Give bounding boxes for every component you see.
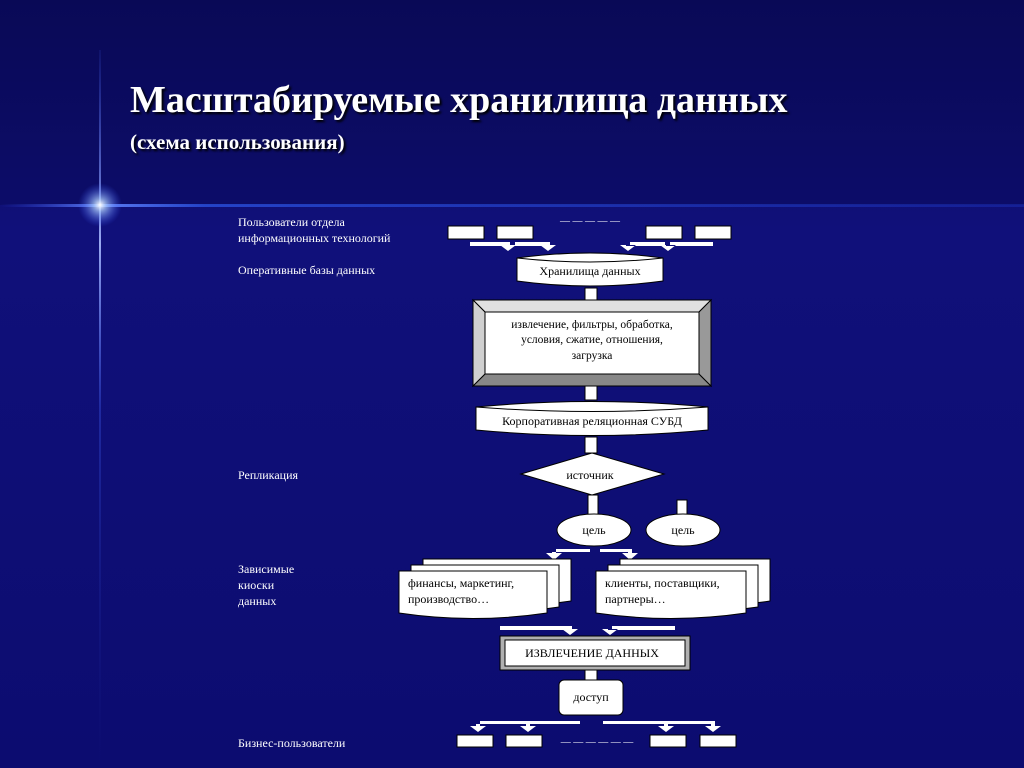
top-dashes: — — — — — [559, 216, 621, 227]
bottom-dashes: — — — — — — [560, 737, 635, 748]
target-ellipse-2: цель [645, 513, 721, 547]
connector-source-target-1 [587, 494, 599, 516]
it-users-label-line-2: информационных технологий [238, 231, 391, 245]
etl-text-line-1: извлечение, фильтры, обработка, [511, 319, 673, 331]
target-ellipse-1: цель [556, 513, 632, 547]
source-text: источник [566, 468, 613, 482]
target-2-text: цель [671, 523, 695, 537]
connector-target-2 [676, 499, 688, 516]
slide-title: Масштабируемые хранилища данных [130, 79, 788, 121]
bottom-user-bars [456, 734, 737, 748]
etl-text-line-2: условия, сжатие, отношения, [521, 334, 663, 346]
data-marts-label-line-2: киоски [238, 578, 275, 592]
target-to-marts-arrows [546, 546, 638, 560]
it-users-label-line-1: Пользователи отдела [238, 215, 345, 229]
operational-db-label: Оперативные базы данных [238, 263, 376, 277]
data-marts-label-line-3: данных [238, 594, 277, 608]
mart-2-text-line-2: партнеры… [605, 592, 666, 606]
replication-label: Репликация [238, 468, 299, 482]
etl-text-line-3: загрузка [572, 350, 613, 362]
data-mart-customers: клиенты, поставщики, партнеры… [595, 558, 771, 619]
business-users-label: Бизнес-пользователи [238, 736, 346, 750]
marts-to-extraction-arrows [500, 623, 675, 635]
warehouse-text: Хранилища данных [539, 264, 640, 278]
corporate-rdbms-text: Корпоративная реляционная СУБД [502, 414, 682, 428]
source-diamond: источник [519, 452, 666, 496]
slide-subtitle: (схема использования) [130, 130, 345, 154]
etl-process-box: извлечение, фильтры, обработка, условия,… [471, 298, 713, 388]
access-text: доступ [573, 690, 609, 704]
connector-warehouse-etl [584, 287, 598, 301]
data-mart-finance: финансы, маркетинг, производство… [398, 558, 572, 619]
mart-1-text-line-1: финансы, маркетинг, [408, 576, 514, 590]
bottom-connector-arrows [470, 718, 721, 732]
mart-1-text-line-2: производство… [408, 592, 489, 606]
target-1-text: цель [582, 523, 606, 537]
extraction-box: ИЗВЛЕЧЕНИЕ ДАННЫХ [499, 635, 691, 671]
top-connector-arrows [470, 239, 713, 251]
mart-2-text-line-1: клиенты, поставщики, [605, 576, 720, 590]
connector-rdbms-source [584, 436, 598, 454]
data-marts-label-line-1: Зависимые [238, 562, 295, 576]
warehouse-cylinder: Хранилища данных [516, 252, 664, 287]
it-users-label: Пользователи отдела информационных техно… [238, 214, 390, 246]
corporate-rdbms-cylinder: Корпоративная реляционная СУБД [475, 401, 709, 436]
top-user-bars [447, 225, 732, 240]
access-box: доступ [558, 679, 624, 716]
extraction-text: ИЗВЛЕЧЕНИЕ ДАННЫХ [525, 646, 659, 660]
connector-etl-rdbms [584, 385, 598, 401]
data-marts-label: Зависимые киоски данных [238, 561, 294, 609]
